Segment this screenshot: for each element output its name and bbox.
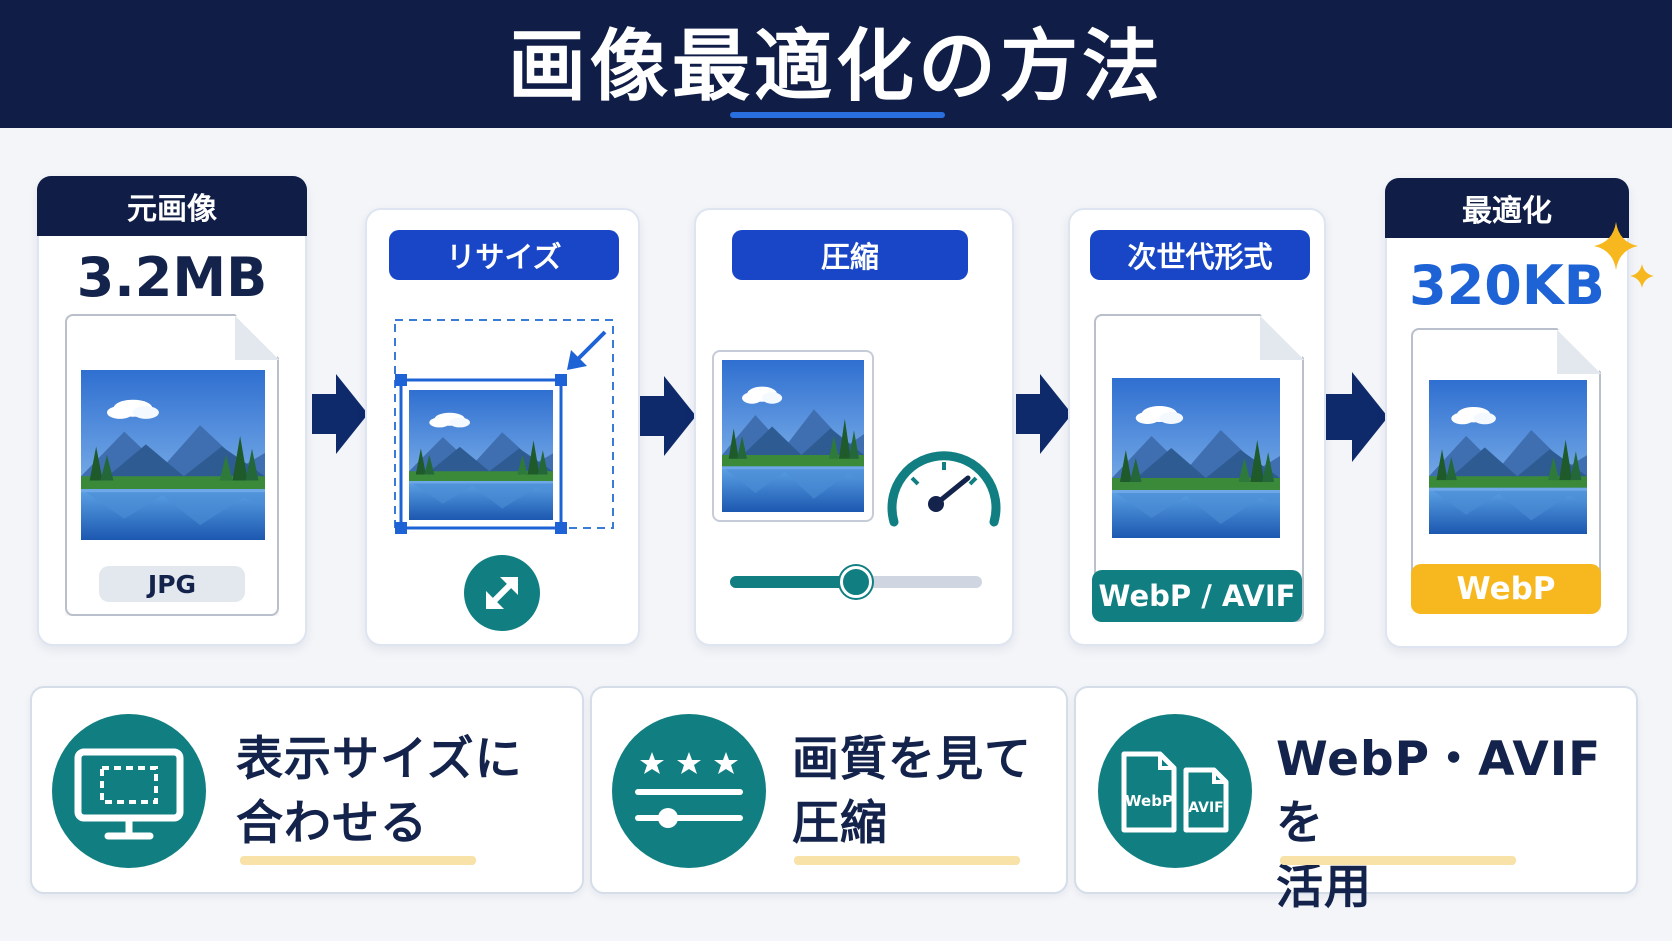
- landscape-image: [1112, 378, 1280, 538]
- header-bar: 画像最適化の方法: [0, 0, 1672, 128]
- landscape-image: [409, 390, 553, 520]
- arrow-right-icon: [1016, 374, 1072, 454]
- stage-card-optimized: 最適化 320KB WebP: [1385, 178, 1629, 648]
- landscape-image: [1429, 380, 1587, 534]
- quality-slider-knob[interactable]: [840, 566, 872, 598]
- stage-card-compress: 圧縮: [694, 208, 1014, 646]
- tip-text: 画質を見て 圧縮: [792, 732, 1032, 851]
- title-underline: [730, 112, 945, 118]
- tip-card-display-size: 表示サイズに 合わせる: [30, 686, 584, 894]
- optimized-size: 320KB: [1409, 254, 1605, 317]
- landscape-image: [722, 360, 864, 512]
- stage-card-resize: リサイズ: [365, 208, 640, 646]
- file-label-avif: AVIF: [1188, 800, 1224, 816]
- format-badge-webp-avif: WebP / AVIF: [1092, 570, 1302, 622]
- stage-label-compress: 圧縮: [732, 230, 968, 280]
- format-badge-webp: WebP: [1411, 564, 1601, 614]
- tip-highlight: [1280, 856, 1516, 865]
- stage-label-original: 元画像: [37, 176, 307, 236]
- page-title: 画像最適化の方法: [507, 22, 1164, 112]
- file-fold: [235, 316, 279, 360]
- quality-slider-fill: [730, 576, 856, 588]
- file-label-webp: WebP: [1125, 792, 1173, 810]
- tip-highlight: [794, 856, 1020, 865]
- arrow-right-icon: [312, 374, 368, 454]
- arrow-right-icon: [1326, 372, 1388, 462]
- stage-card-nextgen: 次世代形式 WebP / AVIF: [1068, 208, 1326, 646]
- stage-label-resize: リサイズ: [389, 230, 619, 280]
- tip-text: 表示サイズに 合わせる: [236, 732, 523, 851]
- file-fold: [1557, 330, 1601, 374]
- file-formats-icon: WebP AVIF: [1098, 714, 1252, 868]
- original-size: 3.2MB: [76, 246, 268, 309]
- tip-highlight: [240, 856, 476, 865]
- stage-label-optimized: 最適化: [1385, 178, 1629, 238]
- tip-card-quality: 画質を見て 圧縮: [590, 686, 1068, 894]
- arrow-right-icon: [640, 376, 696, 456]
- resize-frame: [394, 319, 614, 534]
- quality-slider-icon: [612, 714, 766, 868]
- stage-card-original: 元画像 3.2MB JPG: [37, 176, 307, 646]
- gauge-icon: [887, 451, 1001, 527]
- stage-label-nextgen: 次世代形式: [1090, 230, 1310, 280]
- landscape-image: [81, 370, 265, 540]
- sparkle-icon: [1594, 222, 1654, 288]
- tip-card-formats: WebP AVIF WebP・AVIFを 活用: [1074, 686, 1638, 915]
- monitor-icon: [52, 714, 206, 868]
- tip-text: WebP・AVIFを 活用: [1276, 732, 1602, 915]
- format-badge-jpg: JPG: [99, 566, 245, 602]
- file-fold: [1260, 316, 1304, 360]
- resize-arrows-icon: [464, 555, 540, 631]
